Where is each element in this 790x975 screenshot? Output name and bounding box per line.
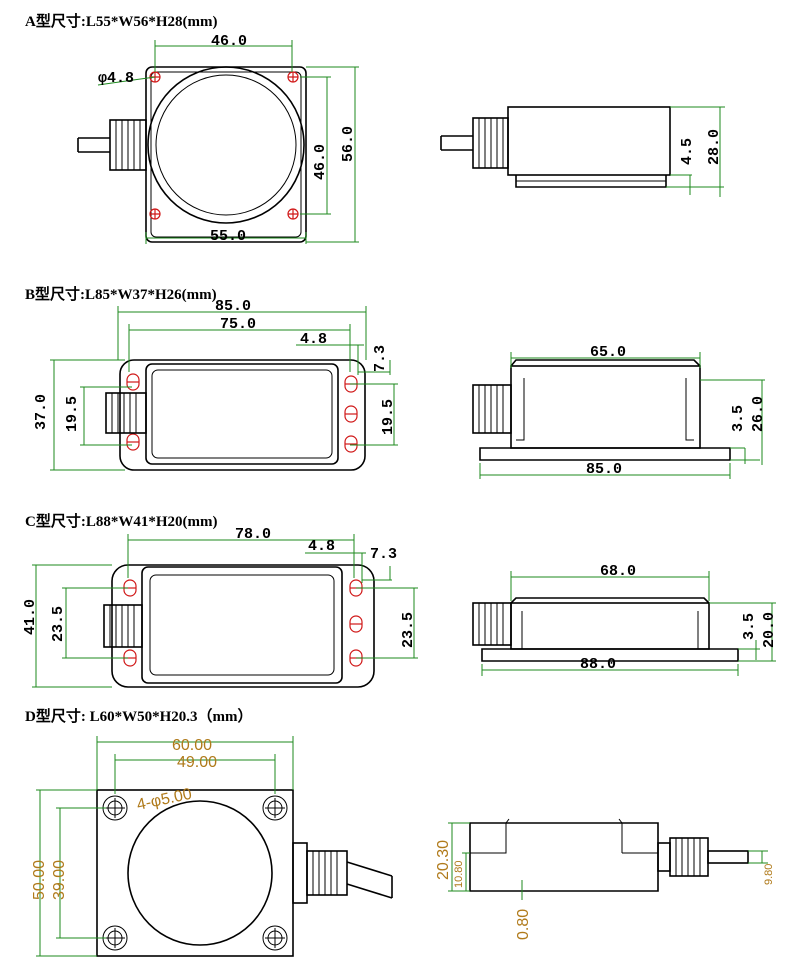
d-dim-width: 60.00: [172, 737, 212, 754]
d-dim-side-height: 20.30: [435, 840, 452, 880]
d-dim-hole-spacing-w: 49.00: [177, 754, 217, 771]
c-dim-hole-spacing: 78.0: [235, 526, 271, 543]
title-type-b: B型尺寸:L85*W37*H26(mm): [25, 287, 217, 303]
c-dim-hole-width: 4.8: [308, 538, 335, 555]
type-b-side-view: [472, 352, 765, 479]
type-c-side-view: [472, 571, 776, 676]
b-dim-hole-spacing: 75.0: [220, 316, 256, 333]
c-dim-side-height: 20.0: [761, 612, 778, 648]
type-d-side-view: [448, 818, 768, 900]
type-b-top-view: [50, 306, 398, 471]
c-dim-hole-offset: 7.3: [370, 546, 397, 563]
b-dim-hole-width: 4.8: [300, 331, 327, 348]
b-dim-hole-height-left: 19.5: [64, 396, 81, 432]
a-dim-side-height: 28.0: [706, 129, 723, 165]
title-type-d: D型尺寸: L60*W50*H20.3（mm）: [25, 709, 253, 725]
d-dim-hole-spacing-h: 39.00: [51, 860, 68, 900]
d-dim-side-mid: 10.80: [453, 860, 465, 888]
title-type-a: A型尺寸:L55*W56*H28(mm): [25, 14, 218, 30]
c-dim-side-body-length: 68.0: [600, 563, 636, 580]
c-dim-side-total-length: 88.0: [580, 656, 616, 673]
a-dim-hole-spacing-h: 46.0: [312, 144, 329, 180]
b-dim-side-body-length: 65.0: [590, 344, 626, 361]
c-dim-height: 41.0: [22, 599, 39, 635]
d-dim-side-base: 0.80: [515, 909, 532, 940]
c-dim-hole-height-left: 23.5: [50, 606, 67, 642]
a-dim-height: 56.0: [340, 126, 357, 162]
d-dim-height: 50.00: [31, 860, 48, 900]
c-dim-side-flange: 3.5: [741, 613, 758, 640]
d-dim-cable-diameter: 9.80: [763, 864, 775, 885]
b-dim-hole-offset: 7.3: [372, 345, 389, 372]
a-dim-hole-spacing-w: 46.0: [211, 33, 247, 50]
a-dim-width: 55.0: [210, 228, 246, 245]
title-type-c: C型尺寸:L88*W41*H20(mm): [25, 514, 218, 530]
b-dim-hole-height-right: 19.5: [380, 399, 397, 435]
a-dim-hole-diameter: φ4.8: [98, 70, 134, 87]
type-c-top-view: [32, 534, 418, 688]
type-a-side-view: [440, 106, 725, 197]
c-dim-hole-height-right: 23.5: [400, 612, 417, 648]
b-dim-side-total-length: 85.0: [586, 461, 622, 478]
type-d-top-view: [36, 736, 393, 957]
type-a-top-view: [77, 40, 359, 244]
a-dim-side-flange: 4.5: [679, 138, 696, 165]
b-dim-side-height: 26.0: [750, 396, 767, 432]
b-dim-overall-length: 85.0: [215, 298, 251, 315]
b-dim-side-flange: 3.5: [730, 405, 747, 432]
b-dim-height: 37.0: [33, 394, 50, 430]
